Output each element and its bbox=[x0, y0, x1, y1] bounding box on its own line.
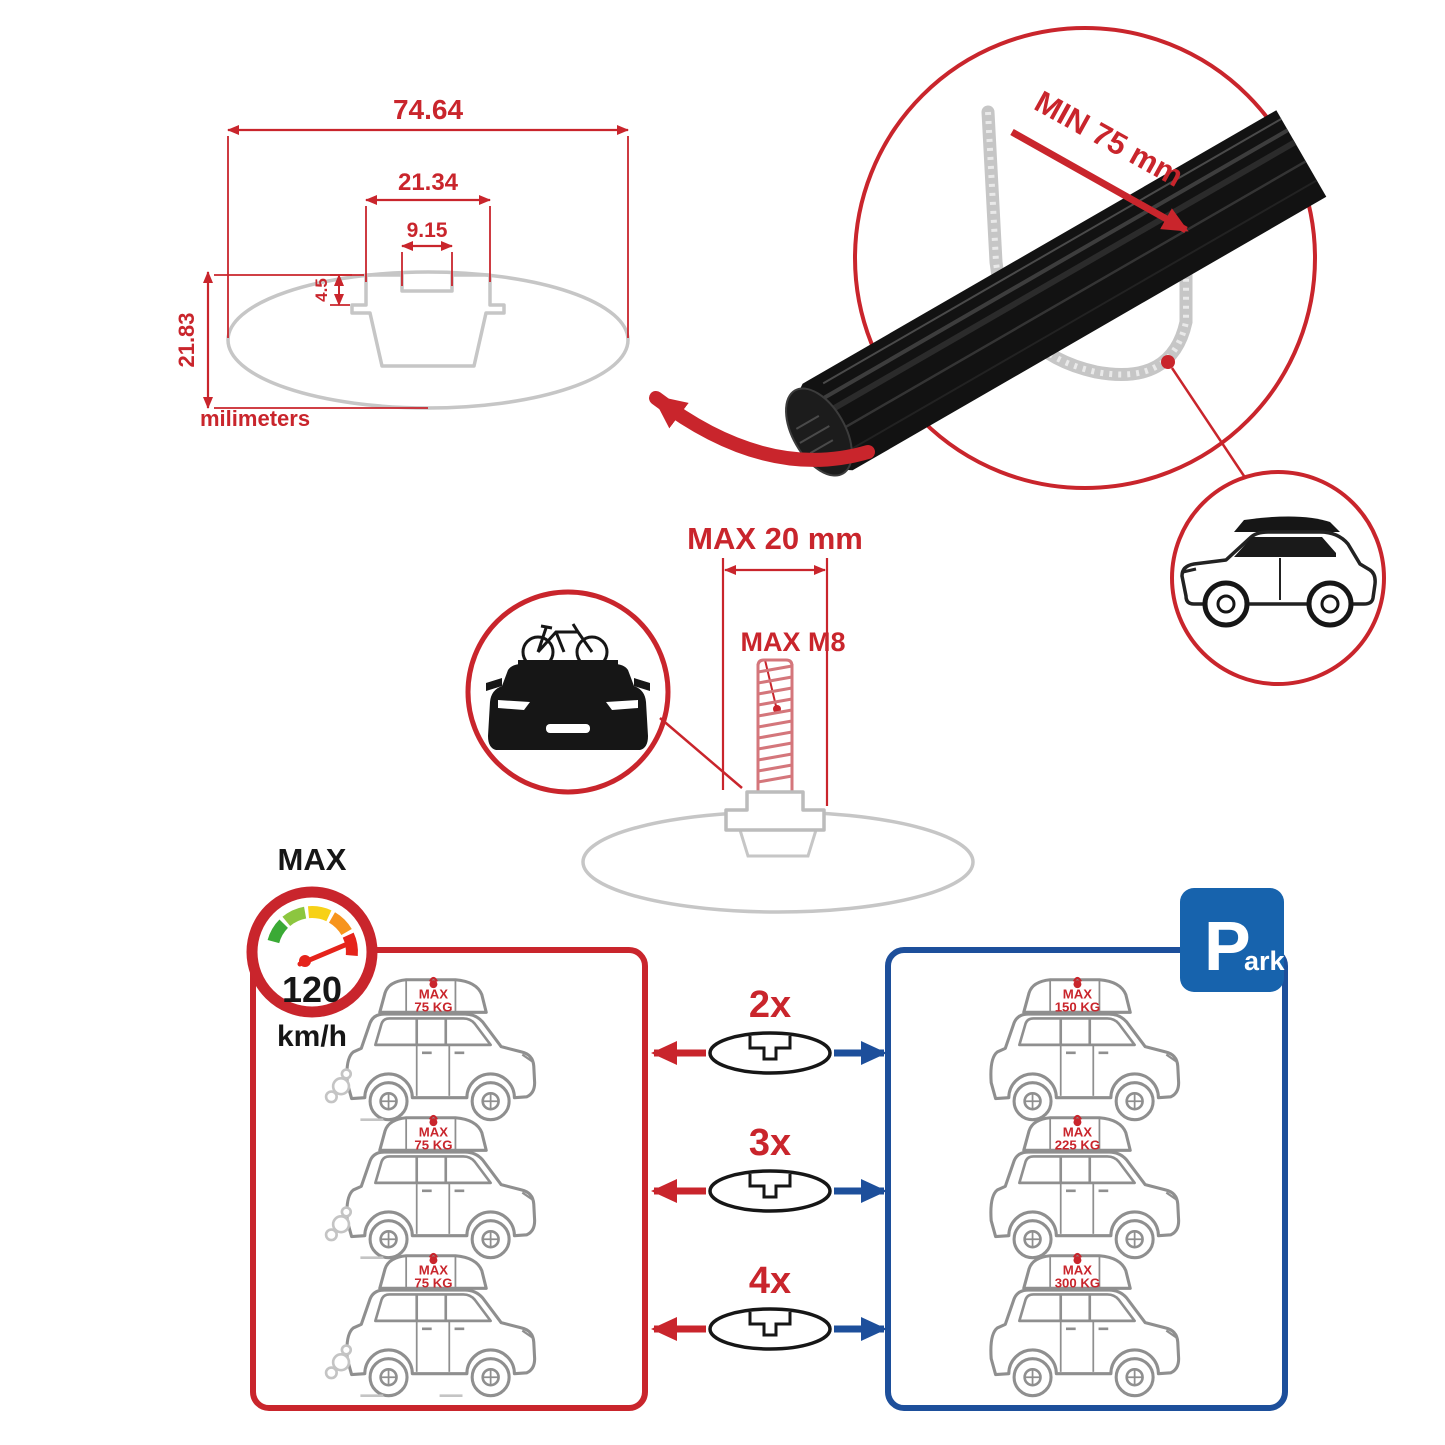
crossbar-section-icon bbox=[708, 1307, 832, 1351]
driving-car-2: MAX 75 KG bbox=[324, 1114, 537, 1260]
park-sign-rest: ark bbox=[1244, 946, 1286, 976]
speed-value: 120 bbox=[282, 969, 342, 1010]
vehicle-bubble bbox=[1170, 470, 1386, 686]
dim-slot-depth: 4.5 bbox=[312, 278, 331, 302]
bar-count-label: 4x bbox=[749, 1260, 791, 1302]
parked-car-3: MAX 300 KG bbox=[989, 1252, 1181, 1398]
zoom-arrow bbox=[649, 391, 875, 467]
load-weight: 75 KG bbox=[414, 999, 452, 1014]
thread-leader bbox=[764, 659, 777, 707]
bar-count-row-2: 3x bbox=[651, 1122, 887, 1213]
dim-unit-label: milimeters bbox=[200, 406, 310, 431]
bar-count-label: 2x bbox=[749, 984, 791, 1026]
load-weight: 300 KG bbox=[1055, 1275, 1100, 1290]
speed-max-label: MAX bbox=[278, 842, 347, 877]
bar-profile-slot bbox=[350, 273, 506, 368]
speed-unit: km/h bbox=[277, 1020, 347, 1053]
suv-with-roofbox-icon bbox=[1180, 516, 1377, 628]
bubble-leader bbox=[659, 717, 743, 789]
load-weight: 75 KG bbox=[414, 1137, 452, 1152]
t-nut-head bbox=[724, 790, 826, 832]
load-weight: 225 KG bbox=[1055, 1137, 1100, 1152]
dim-slot-outer-width: 21.34 bbox=[398, 169, 459, 196]
driving-car-3: MAX 75 KG bbox=[324, 1252, 537, 1398]
crossbar-section-icon bbox=[708, 1031, 832, 1075]
bolt-stud bbox=[756, 658, 794, 792]
detail-dot bbox=[1161, 355, 1175, 369]
load-weight: 150 KG bbox=[1055, 999, 1100, 1014]
load-label: MAX bbox=[1063, 1262, 1093, 1277]
dim-total-width: 74.64 bbox=[393, 94, 463, 125]
bolt-max-length-label: MAX 20 mm bbox=[687, 521, 863, 556]
park-sign-letter: P bbox=[1204, 907, 1251, 985]
bolt-max-thread-label: MAX M8 bbox=[740, 627, 845, 657]
dim-slot-inner-width: 9.15 bbox=[407, 219, 448, 242]
car-front-icon bbox=[486, 660, 650, 750]
usage-panel: MAX 120 km/h P ark MAX 7 bbox=[246, 842, 1288, 1411]
load-label: MAX bbox=[419, 986, 449, 1001]
parked-car-2: MAX 225 KG bbox=[989, 1114, 1181, 1260]
bolt-slot-channel bbox=[738, 829, 818, 858]
bike-car-bubble bbox=[465, 589, 671, 795]
crossbar-3d bbox=[785, 110, 1327, 477]
bolt-spec: MAX 20 mm MAX M8 bbox=[465, 521, 975, 914]
bar-detail-view: MIN 75 mm bbox=[649, 26, 1386, 686]
dimension-diagram: 74.64 21.34 9.15 4.5 21.83 milimeters bbox=[174, 94, 630, 431]
crossbar-section-icon bbox=[708, 1169, 832, 1213]
load-label: MAX bbox=[1063, 1124, 1093, 1139]
park-sign-plate bbox=[1180, 888, 1284, 992]
bar-count-row-1: 2x bbox=[651, 984, 887, 1075]
speed-limit-gauge: MAX 120 km/h bbox=[246, 842, 378, 1053]
gauge-arc-segments bbox=[267, 906, 358, 957]
load-label: MAX bbox=[1063, 986, 1093, 1001]
gauge-hub bbox=[299, 955, 311, 967]
load-label: MAX bbox=[419, 1124, 449, 1139]
driving-car-1: MAX 75 KG bbox=[324, 976, 537, 1122]
park-sign: P ark bbox=[1180, 888, 1286, 992]
parked-car-1: MAX 150 KG bbox=[989, 976, 1181, 1122]
bar-count-label: 3x bbox=[749, 1122, 791, 1164]
min-clamp-arrow bbox=[1010, 128, 1189, 234]
load-weight: 75 KG bbox=[414, 1275, 452, 1290]
dim-total-height: 21.83 bbox=[174, 312, 199, 367]
load-label: MAX bbox=[419, 1262, 449, 1277]
bar-count-row-3: 4x bbox=[651, 1260, 887, 1351]
detail-leader bbox=[1170, 367, 1254, 489]
